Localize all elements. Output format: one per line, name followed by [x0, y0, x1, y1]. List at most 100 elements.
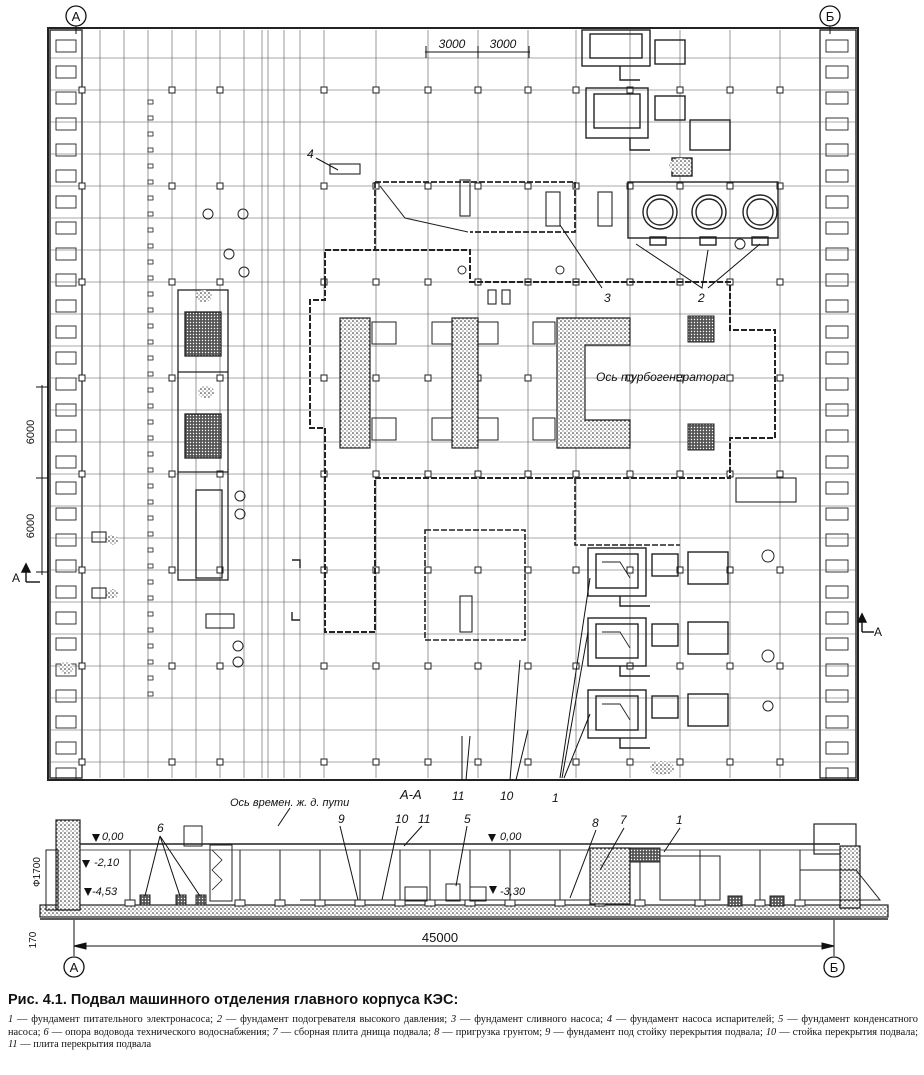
column-square — [372, 86, 380, 94]
column-square — [168, 470, 176, 478]
column-square — [726, 374, 734, 382]
column-square — [474, 662, 482, 670]
column-square — [424, 278, 432, 286]
legend-item: 10 — стойка перекрытия подвала; — [766, 1027, 918, 1038]
legend-item: 1 — фундамент питательного электронасоса… — [8, 1014, 217, 1025]
column-square — [424, 566, 432, 574]
feed-pump-block — [687, 621, 729, 655]
axis-b-top: Б — [826, 9, 835, 24]
left-dimension — [36, 385, 48, 575]
anchor-mark — [147, 419, 154, 425]
wall-panel — [55, 221, 77, 235]
feed-pump-curve — [602, 631, 631, 649]
column-square — [372, 662, 380, 670]
turbogenerator-axis-label: Ось турбогенератора — [596, 370, 726, 384]
column-square — [676, 758, 684, 766]
column-square — [424, 182, 432, 190]
wall-panel — [825, 533, 849, 547]
column-square — [78, 278, 86, 286]
legend-text: — фундамент конденсатного насоса; — [8, 1014, 918, 1038]
feed-pump-base — [595, 695, 639, 731]
anchor-mark — [147, 147, 154, 153]
feed-pump-pipe — [619, 596, 650, 607]
sec-label-1: 1 — [676, 813, 683, 827]
feed-pump-pipe — [619, 738, 650, 749]
pit-wall-lower — [424, 478, 680, 641]
legend-item: 3 — фундамент сливного насоса; — [451, 1014, 607, 1025]
sec-label-7: 7 — [620, 813, 628, 827]
level-minus-4-53: -4,53 — [92, 886, 118, 898]
wall-panel — [55, 715, 77, 729]
turbine-foundation-mid — [451, 317, 479, 449]
sec-label-11: 11 — [418, 812, 430, 826]
column-square — [626, 470, 634, 478]
column-square — [372, 758, 380, 766]
anchor-mark — [147, 163, 154, 169]
legend-number: 5 — [778, 1014, 784, 1025]
wall-panel — [55, 767, 77, 781]
wall-panel — [55, 559, 77, 573]
column-square — [474, 86, 482, 94]
column-square — [168, 374, 176, 382]
level-minus-2-10: -2,10 — [94, 857, 120, 869]
label-10: 10 — [500, 789, 514, 803]
wall-panel — [825, 611, 849, 625]
axis-markers-top: А Б — [65, 5, 841, 34]
anchor-mark — [147, 227, 154, 233]
section-view — [39, 819, 889, 920]
wall-panel — [55, 377, 77, 391]
column-square — [572, 182, 580, 190]
column-square — [572, 86, 580, 94]
wall-panel — [825, 39, 849, 53]
rail-axis-leader — [277, 807, 291, 827]
small-pump-bases — [91, 163, 797, 633]
column-square — [524, 758, 532, 766]
column-square — [626, 86, 634, 94]
section-column-footing — [794, 899, 806, 907]
turbine-foundation-left — [339, 317, 371, 449]
wall-panel — [825, 143, 849, 157]
legend-number: 11 — [8, 1039, 18, 1051]
column-square — [424, 470, 432, 478]
column-square — [372, 374, 380, 382]
wall-panel — [825, 273, 849, 287]
wall-panel — [825, 663, 849, 677]
section-column-footing — [234, 899, 246, 907]
legend-text: — фундамент питательного электронасоса; — [13, 1014, 217, 1025]
wall-panel — [825, 559, 849, 573]
anchor-marks — [147, 99, 154, 697]
feed-pump-frame — [587, 617, 647, 667]
column-square — [572, 566, 580, 574]
plan-view — [47, 27, 859, 781]
anchor-mark — [147, 275, 154, 281]
dim-6000-upper: 6000 — [25, 420, 37, 444]
legend-number: 6 — [43, 1026, 49, 1038]
anchor-mark — [147, 307, 154, 313]
column-square — [168, 182, 176, 190]
wall-panel — [825, 65, 849, 79]
column-square — [676, 182, 684, 190]
rail-axis-label: Ось времен. ж. д. пути — [230, 797, 349, 809]
section-column-footing — [554, 899, 566, 907]
wall-panel — [825, 585, 849, 599]
level-0-mid: 0,00 — [500, 831, 522, 843]
column-square — [78, 662, 86, 670]
legend-item: 7 — сборная плита днища подвала; — [272, 1027, 434, 1038]
column-square — [216, 566, 224, 574]
dim-6000-lower: 6000 — [25, 514, 37, 538]
legend-number: 10 — [765, 1026, 777, 1038]
legend-number: 1 — [8, 1014, 14, 1025]
wall-panel — [825, 117, 849, 131]
column-square — [78, 566, 86, 574]
turbine-foundation-right — [556, 317, 631, 449]
anchor-mark — [147, 515, 154, 521]
plan-outline — [47, 27, 859, 781]
legend-item: 9 — фундамент под стойку перекрытия подв… — [545, 1027, 766, 1038]
wall-panel — [55, 299, 77, 313]
figure-legend: 1 — фундамент питательного электронасоса… — [8, 1014, 918, 1052]
pit-wall — [309, 249, 776, 633]
section-column-footing — [274, 899, 286, 907]
column-square — [424, 86, 432, 94]
section-mark-left: А — [12, 571, 20, 585]
wall-panel — [825, 507, 849, 521]
